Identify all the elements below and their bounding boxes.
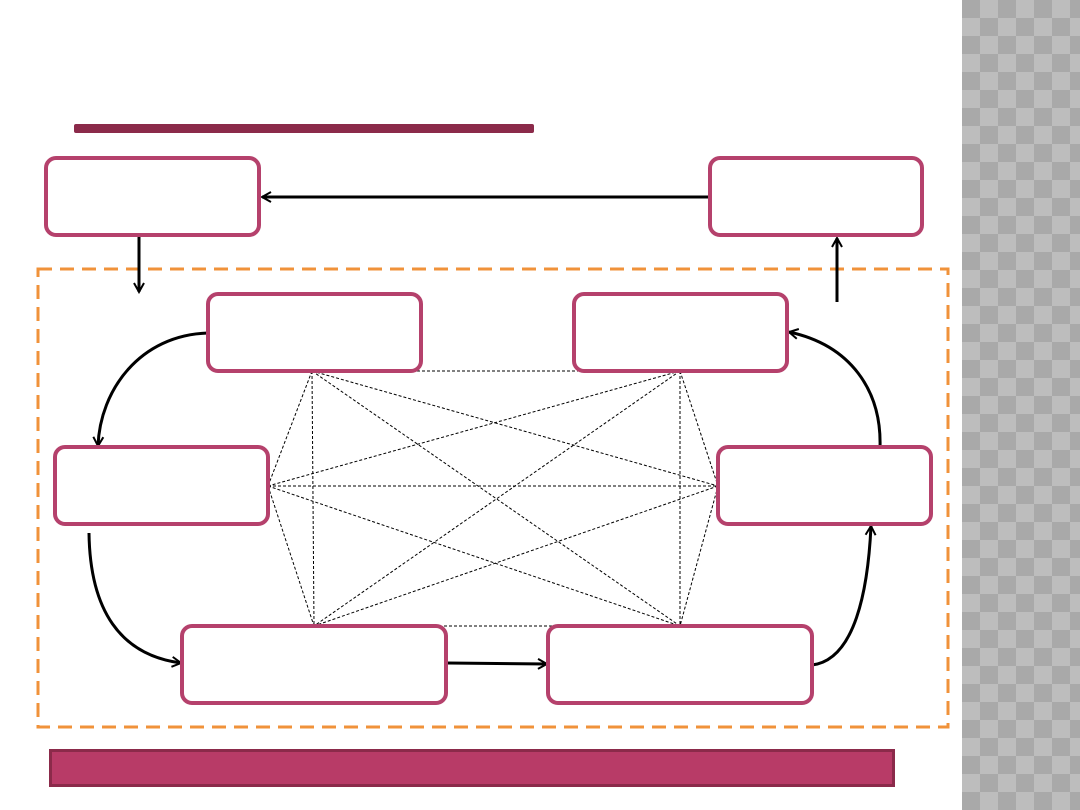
node-mid-left: [53, 445, 270, 526]
decorative-sidebar: [962, 0, 1080, 810]
node-inner-top-right: [572, 292, 789, 373]
node-bottom-right: [546, 624, 814, 705]
title-underline: [74, 124, 534, 133]
mesh-connections: [267, 370, 719, 627]
footer-bar: [49, 749, 895, 787]
arrow-midright-to-innertopright: [789, 332, 882, 449]
node-top-left: [44, 156, 261, 237]
node-top-right: [708, 156, 924, 237]
arrow-midleft-to-bottomleft: [87, 532, 181, 663]
arrow-innertopleft-to-midleft: [98, 331, 209, 446]
arrow-bottomleft-to-bottomright: [446, 663, 547, 664]
arrow-bottomright-to-midright: [811, 526, 871, 667]
node-mid-right: [716, 445, 933, 526]
node-bottom-left: [180, 624, 448, 705]
node-inner-top-left: [206, 292, 423, 373]
